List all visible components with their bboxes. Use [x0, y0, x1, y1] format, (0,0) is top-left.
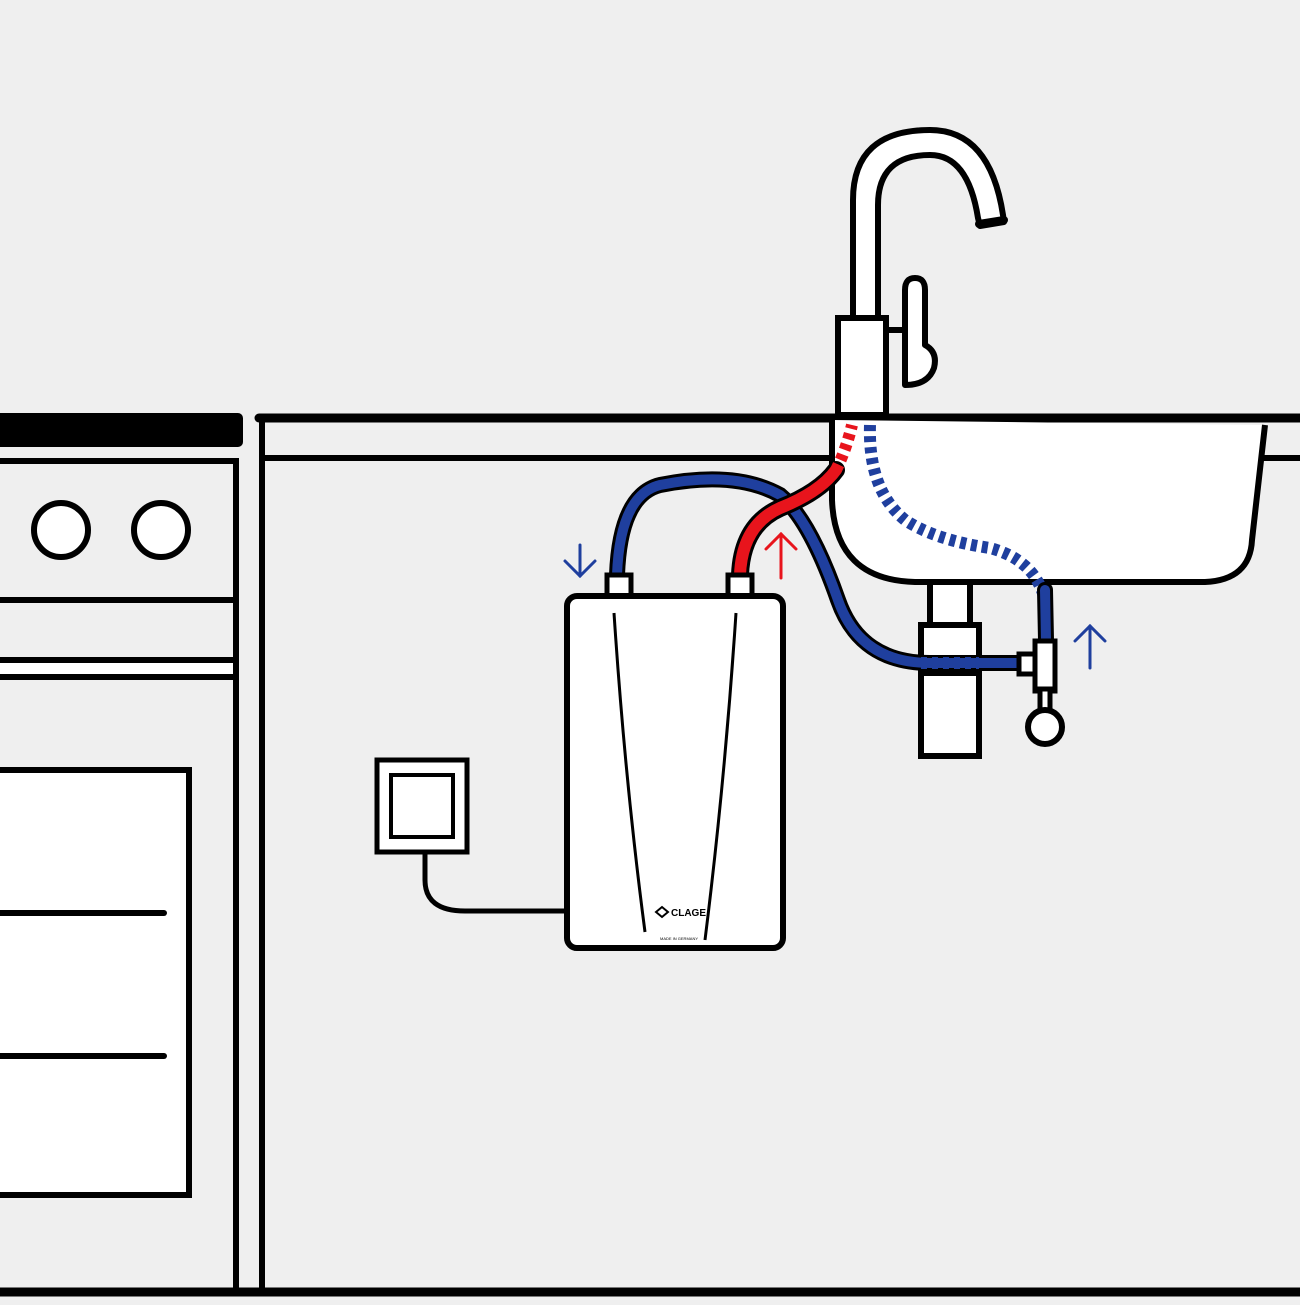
socket-inner	[389, 773, 455, 839]
faucet-cold-hose	[1040, 585, 1051, 645]
faucet-spout	[850, 127, 1007, 321]
power-cable	[422, 852, 567, 914]
angle-valve-handle	[1025, 707, 1065, 747]
hot-outlet-hose-hidden	[830, 423, 858, 473]
faucet-lever	[902, 275, 938, 388]
hot-outflow-arrow-icon	[764, 531, 798, 580]
heater-tagline: MADE IN GERMANY	[660, 936, 698, 941]
mains-inflow-arrow-icon	[1073, 623, 1107, 670]
stove-oven-rail	[0, 657, 239, 680]
heater-front-panel-line-right	[703, 612, 738, 941]
sink-drain-siphon	[918, 579, 982, 759]
water-heater: CLAGE MADE IN GERMANY	[564, 572, 786, 951]
heater-brand: CLAGE	[671, 908, 706, 919]
heater-front-panel-line-left	[612, 612, 647, 933]
oven-door-window	[0, 767, 192, 1198]
heater-body	[564, 593, 786, 951]
angle-valve	[1016, 638, 1065, 747]
wall-socket	[374, 757, 567, 914]
stove-knob-right	[131, 500, 191, 560]
hot-outlet-hose	[734, 464, 842, 581]
faucet-cold-hose-hidden	[863, 424, 1051, 602]
sink-basin	[829, 420, 1268, 585]
faucet-body	[835, 315, 889, 418]
water-hoses	[609, 423, 1054, 671]
cold-supply-hose	[612, 474, 1022, 668]
faucet-spout-tip	[975, 216, 1008, 228]
sink-cabinet	[0, 413, 1300, 1297]
cold-inflow-arrow-icon	[563, 543, 597, 579]
stove-knob-left	[31, 500, 91, 560]
stove-countertop	[0, 413, 243, 447]
stove	[0, 413, 243, 1294]
kitchen-faucet	[835, 127, 1008, 418]
clage-logo-icon	[654, 905, 670, 919]
